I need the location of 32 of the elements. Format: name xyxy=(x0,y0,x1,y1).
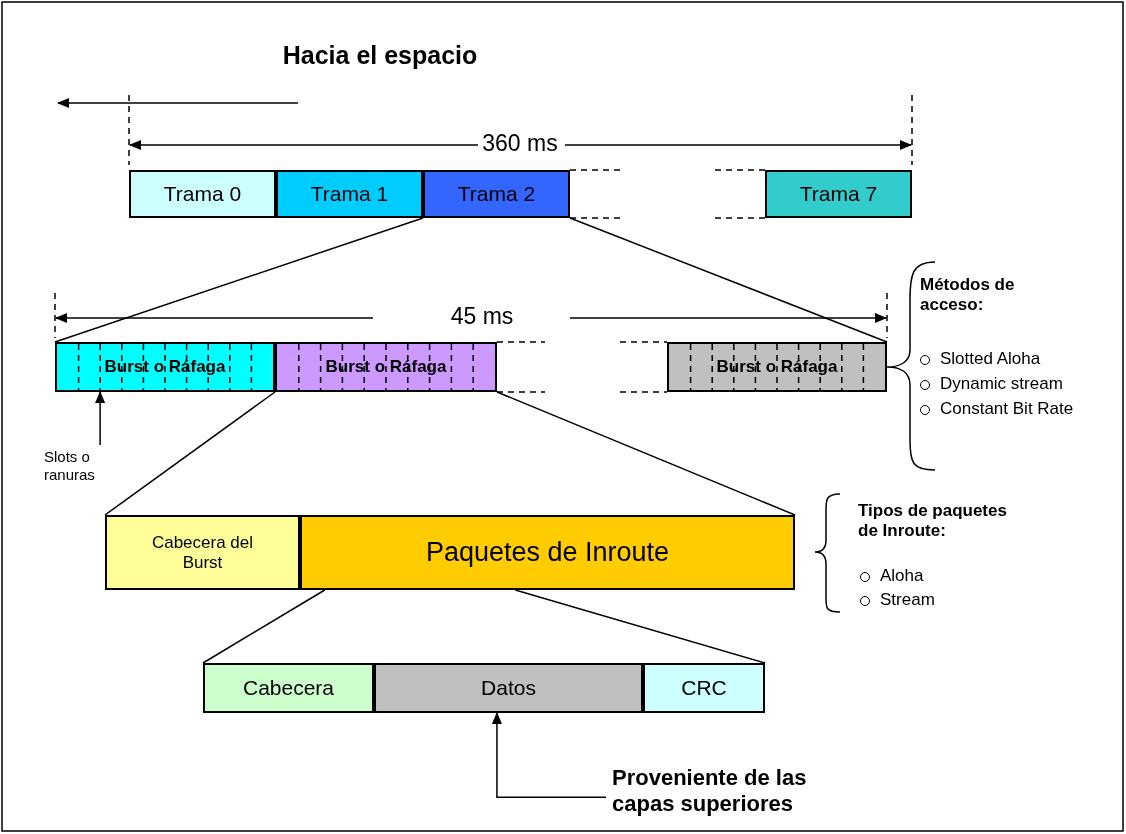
data-box: Datos xyxy=(374,663,643,713)
connector-line xyxy=(202,589,326,664)
frame-box: Trama 2 xyxy=(423,170,570,218)
arrow xyxy=(95,391,106,446)
arrow xyxy=(491,712,607,798)
annotation-text: Slots o ranuras xyxy=(44,445,116,487)
heading-text: Hacia el espacio xyxy=(281,40,479,70)
burst-box: Burst o Ráfaga xyxy=(55,342,275,392)
header-box: Cabecera xyxy=(203,663,374,713)
list-item: Dynamic stream xyxy=(918,374,1126,394)
list-heading: Tipos de paquetes de Inroute: xyxy=(858,501,1008,542)
frame-box: Trama 0 xyxy=(129,170,276,218)
frame-box: Trama 1 xyxy=(276,170,423,218)
connector-line xyxy=(569,217,888,343)
list-item: Aloha xyxy=(858,566,1030,586)
list-heading: Métodos de acceso: xyxy=(920,275,1016,316)
list-item: Slotted Aloha xyxy=(918,349,1126,369)
connector-line xyxy=(104,391,276,516)
list-item: Constant Bit Rate xyxy=(918,399,1085,419)
packet-box: Paquetes de Inroute xyxy=(300,515,795,590)
list-item: Stream xyxy=(858,590,1030,610)
burst-box: Burst o Ráfaga xyxy=(667,342,887,392)
dimension-label: 360 ms xyxy=(481,130,559,158)
burst-box: Burst o Ráfaga xyxy=(275,342,497,392)
crc-box: CRC xyxy=(643,663,765,713)
connector-line xyxy=(514,589,766,664)
connector-line xyxy=(54,217,424,343)
connector-line xyxy=(496,391,796,516)
annotation-text: Proveniente de las capas superiores xyxy=(612,760,872,822)
dimension-label: 45 ms xyxy=(449,303,515,331)
burst-header-box: Cabecera del Burst xyxy=(105,515,300,590)
frame-box: Trama 7 xyxy=(765,170,912,218)
